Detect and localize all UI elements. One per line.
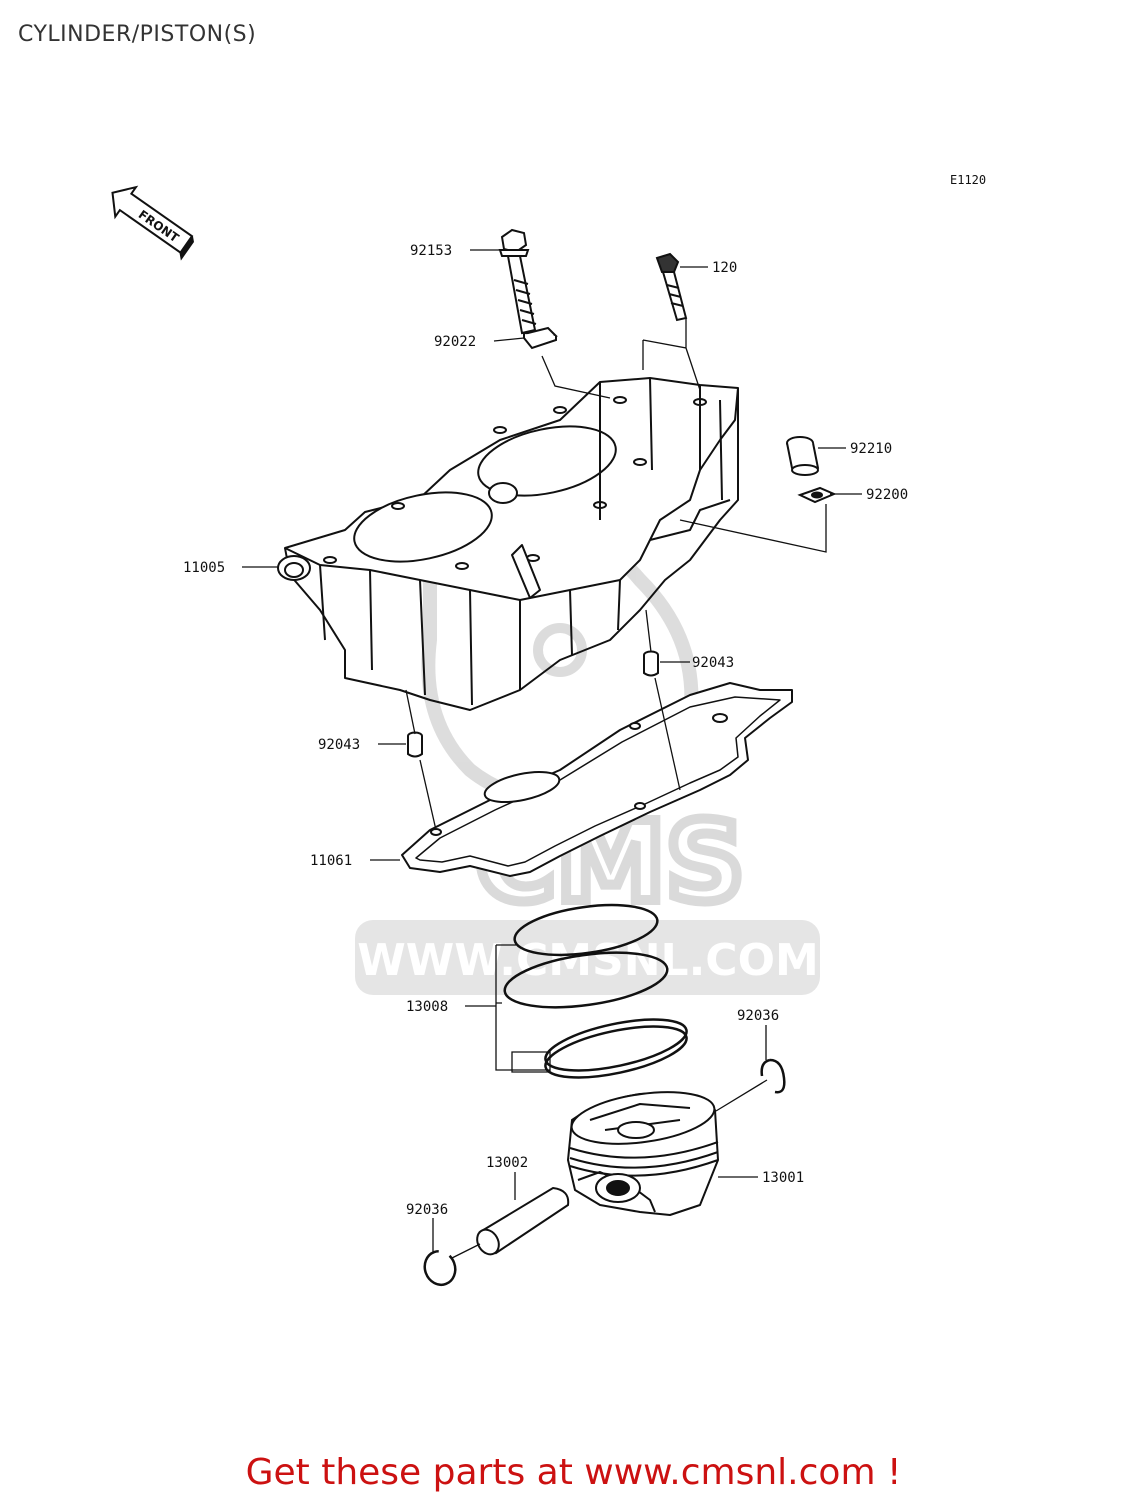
dowel-pin-92043-left [407, 731, 423, 758]
callout-13008: 13008 [406, 999, 448, 1015]
washer-92022 [522, 326, 558, 350]
callout-11005: 11005 [183, 560, 225, 576]
circlip-92036-left [423, 1249, 457, 1287]
diagram-ref-code: E1120 [950, 173, 986, 187]
leader-13008 [465, 944, 551, 1073]
callout-92036-left: 92036 [406, 1202, 448, 1218]
collar-92210 [786, 436, 820, 476]
callout-92043-right: 92043 [692, 655, 734, 671]
watermark-url: WWW.CMSNL.COM [357, 935, 819, 986]
callout-92153: 92153 [410, 243, 452, 259]
bolt-92153 [498, 228, 537, 335]
dowel-pin-92043-right [643, 650, 659, 677]
leader-lines [242, 249, 862, 1259]
callout-13001: 13001 [762, 1170, 804, 1186]
watermark-mascot-eye [533, 623, 587, 677]
callout-92210: 92210 [850, 441, 892, 457]
piston-13001 [567, 1091, 719, 1216]
callout-92043-left: 92043 [318, 737, 360, 753]
washer-92200 [797, 486, 837, 504]
piston-rings-13008 [503, 903, 688, 1079]
watermark: CMS WWW.CMSNL.COM [355, 526, 820, 995]
watermark-banner [355, 920, 820, 995]
parts-diagram: CMS WWW.CMSNL.COM E1120 FRONT [111, 173, 986, 1287]
callout-13002: 13002 [486, 1155, 528, 1171]
leader-92022 [493, 337, 525, 342]
callout-120: 120 [712, 260, 737, 276]
page-title: CYLINDER/PISTON(S) [18, 22, 257, 47]
circlip-92036-right [760, 1058, 786, 1094]
gasket-11061 [401, 682, 793, 877]
footer-link[interactable]: Get these parts at www.cmsnl.com ! [245, 1452, 902, 1493]
callout-92200: 92200 [866, 487, 908, 503]
piston-pin-13002 [476, 1186, 570, 1256]
front-arrow-icon: FRONT [111, 185, 194, 261]
callout-11061: 11061 [310, 853, 352, 869]
callout-92022: 92022 [434, 334, 476, 350]
callouts: 92153 120 92022 92210 92200 11005 92043 … [183, 243, 908, 1218]
callout-92036-right: 92036 [737, 1008, 779, 1024]
assembly-guide-lines [405, 318, 827, 1259]
bolt-120 [655, 252, 688, 322]
cylinder-block-11005 [277, 377, 739, 711]
